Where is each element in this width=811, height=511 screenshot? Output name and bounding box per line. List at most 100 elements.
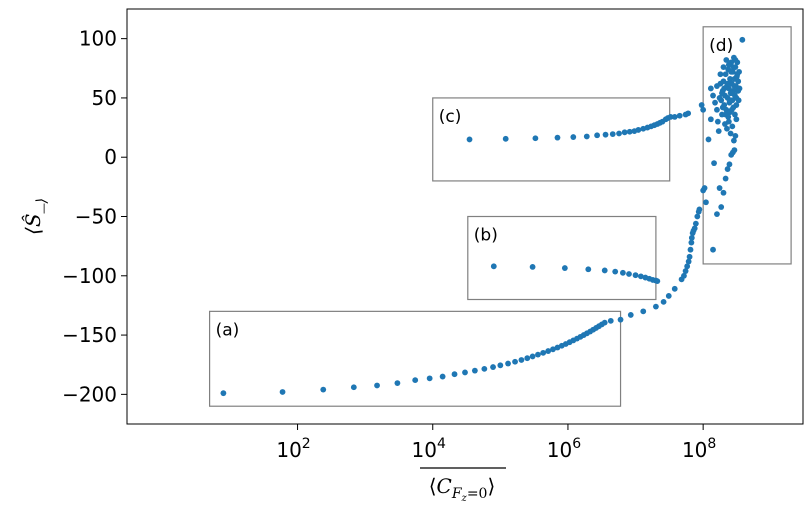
data-point <box>671 285 678 292</box>
data-point <box>714 118 721 125</box>
data-point <box>654 278 661 285</box>
data-point <box>532 135 539 142</box>
region-boxes: (a)(b)(c)(d) <box>208 26 792 407</box>
data-point <box>727 130 734 137</box>
data-point <box>728 68 735 75</box>
data-point <box>412 377 419 384</box>
data-point <box>601 319 608 326</box>
data-point <box>685 110 692 117</box>
data-point <box>583 133 590 140</box>
data-point <box>729 123 736 130</box>
x-axis-label: ⟨CFz=0⟩ <box>429 474 496 504</box>
data-point <box>705 136 712 143</box>
data-point <box>694 213 701 220</box>
data-point <box>462 369 468 376</box>
data-point <box>481 365 488 372</box>
region-box-label: (a) <box>216 320 240 340</box>
data-point <box>725 61 732 68</box>
data-point <box>701 185 708 191</box>
data-point <box>502 135 509 142</box>
data-point <box>676 112 683 119</box>
data-point <box>735 78 742 85</box>
data-point <box>724 166 731 172</box>
data-point <box>725 118 732 125</box>
data-point <box>652 303 659 310</box>
x-tick-label: 108 <box>682 436 716 462</box>
data-point <box>350 384 357 391</box>
y-tick-label: −200 <box>62 382 117 406</box>
data-point <box>722 175 729 182</box>
y-tick-label: 50 <box>92 86 117 110</box>
data-point <box>703 199 709 206</box>
data-point <box>466 136 473 143</box>
data-point <box>733 116 740 123</box>
data-point <box>635 127 642 133</box>
data-point <box>711 160 717 167</box>
data-point <box>719 104 726 111</box>
data-point <box>627 312 634 318</box>
data-point <box>735 87 742 94</box>
data-point <box>731 147 738 154</box>
data-point <box>717 71 724 78</box>
data-point <box>723 57 730 63</box>
data-point <box>570 134 577 140</box>
data-point <box>714 211 720 218</box>
data-point <box>439 373 446 380</box>
data-point <box>524 355 531 362</box>
data-point <box>682 268 689 274</box>
data-point <box>721 85 728 92</box>
data-point <box>714 83 720 89</box>
data-point <box>561 265 568 271</box>
data-point <box>725 85 732 92</box>
data-point <box>617 316 624 323</box>
y-tick-label: 100 <box>79 27 117 51</box>
data-point <box>698 102 705 108</box>
data-point <box>660 298 667 305</box>
data-point <box>700 106 707 113</box>
data-point <box>426 375 433 382</box>
data-point <box>730 64 737 70</box>
data-point <box>718 204 725 210</box>
region-box <box>432 97 671 182</box>
data-point <box>550 346 556 353</box>
y-tick-label: 0 <box>104 145 117 169</box>
data-point <box>729 90 736 97</box>
data-point <box>731 83 738 89</box>
data-point <box>640 308 647 315</box>
data-point <box>545 348 552 354</box>
data-point <box>688 239 695 246</box>
region-box <box>702 26 792 265</box>
data-point <box>518 357 525 363</box>
data-point <box>667 114 674 120</box>
data-point <box>497 362 504 369</box>
data-point <box>451 371 458 378</box>
data-point <box>707 85 714 92</box>
data-point <box>665 293 672 299</box>
data-point <box>720 189 727 196</box>
data-point <box>726 161 733 168</box>
region-box-label: (d) <box>709 36 733 56</box>
data-point <box>374 382 380 389</box>
data-point <box>730 104 737 111</box>
data-point <box>602 131 609 138</box>
data-point <box>554 134 561 141</box>
data-point <box>725 114 732 120</box>
data-point <box>594 132 601 139</box>
data-point <box>626 271 632 277</box>
data-point <box>719 90 725 97</box>
data-point <box>686 253 693 260</box>
data-point <box>529 353 536 360</box>
data-point <box>619 269 626 276</box>
data-point <box>612 268 619 275</box>
data-point <box>279 389 286 395</box>
data-point <box>732 57 739 63</box>
data-point <box>512 358 518 365</box>
x-tick-label: 102 <box>276 436 310 462</box>
y-tick-label: −50 <box>75 205 117 229</box>
data-point <box>684 263 691 270</box>
data-point <box>220 390 227 397</box>
data-point <box>739 36 746 43</box>
data-point <box>730 137 737 144</box>
